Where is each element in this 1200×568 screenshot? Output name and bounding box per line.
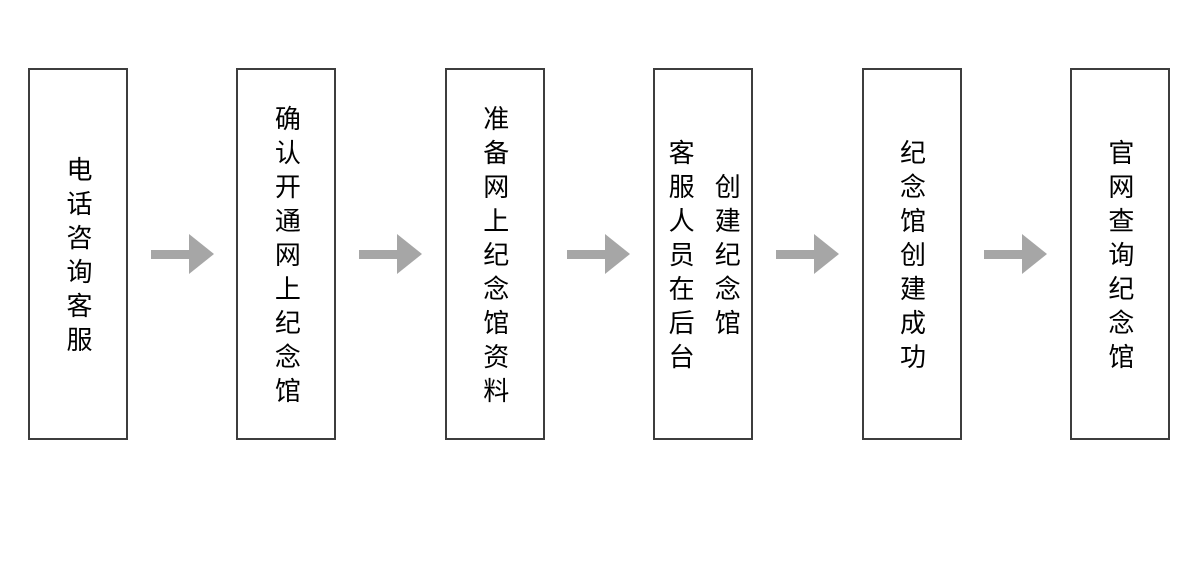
flow-step-label: 确认开通网上纪念馆 [271, 105, 302, 411]
arrow-head [397, 234, 423, 274]
arrow-right-icon [150, 234, 214, 274]
arrow-right-icon [775, 234, 839, 274]
arrow-shaft [567, 249, 606, 259]
arrow-right-icon [984, 234, 1048, 274]
arrow-head [605, 234, 631, 274]
arrow-right-icon [359, 234, 423, 274]
flow-step-label: 电话咨询客服 [63, 156, 94, 360]
arrow-head [813, 234, 839, 274]
flow-step-label: 准备网上纪念馆资料 [479, 105, 510, 411]
flow-step-label: 客服人员在后台 [665, 139, 696, 377]
flow-step-website-query: 官网查询纪念馆 [1069, 68, 1170, 440]
arrow-right-icon [567, 234, 631, 274]
arrow-head [1022, 234, 1048, 274]
flow-step-confirm-open: 确认开通网上纪念馆 [236, 68, 337, 440]
arrow-shaft [150, 249, 189, 259]
arrow-shaft [775, 249, 814, 259]
arrow-shaft [359, 249, 398, 259]
flow-step-create-success: 纪念馆创建成功 [861, 68, 962, 440]
flowchart: 电话咨询客服 确认开通网上纪念馆 准备网上纪念馆资料 客服人员在后台 创建纪念馆… [28, 68, 1170, 440]
flow-step-staff-create: 客服人员在后台 创建纪念馆 [653, 68, 754, 440]
flow-step-label: 官网查询纪念馆 [1104, 139, 1135, 377]
flow-step-label: 纪念馆创建成功 [896, 139, 927, 377]
flow-step-prepare-materials: 准备网上纪念馆资料 [444, 68, 545, 440]
arrow-head [188, 234, 214, 274]
flow-step-phone-consult: 电话咨询客服 [28, 68, 128, 440]
flow-step-label: 创建纪念馆 [711, 173, 742, 343]
arrow-shaft [984, 249, 1023, 259]
